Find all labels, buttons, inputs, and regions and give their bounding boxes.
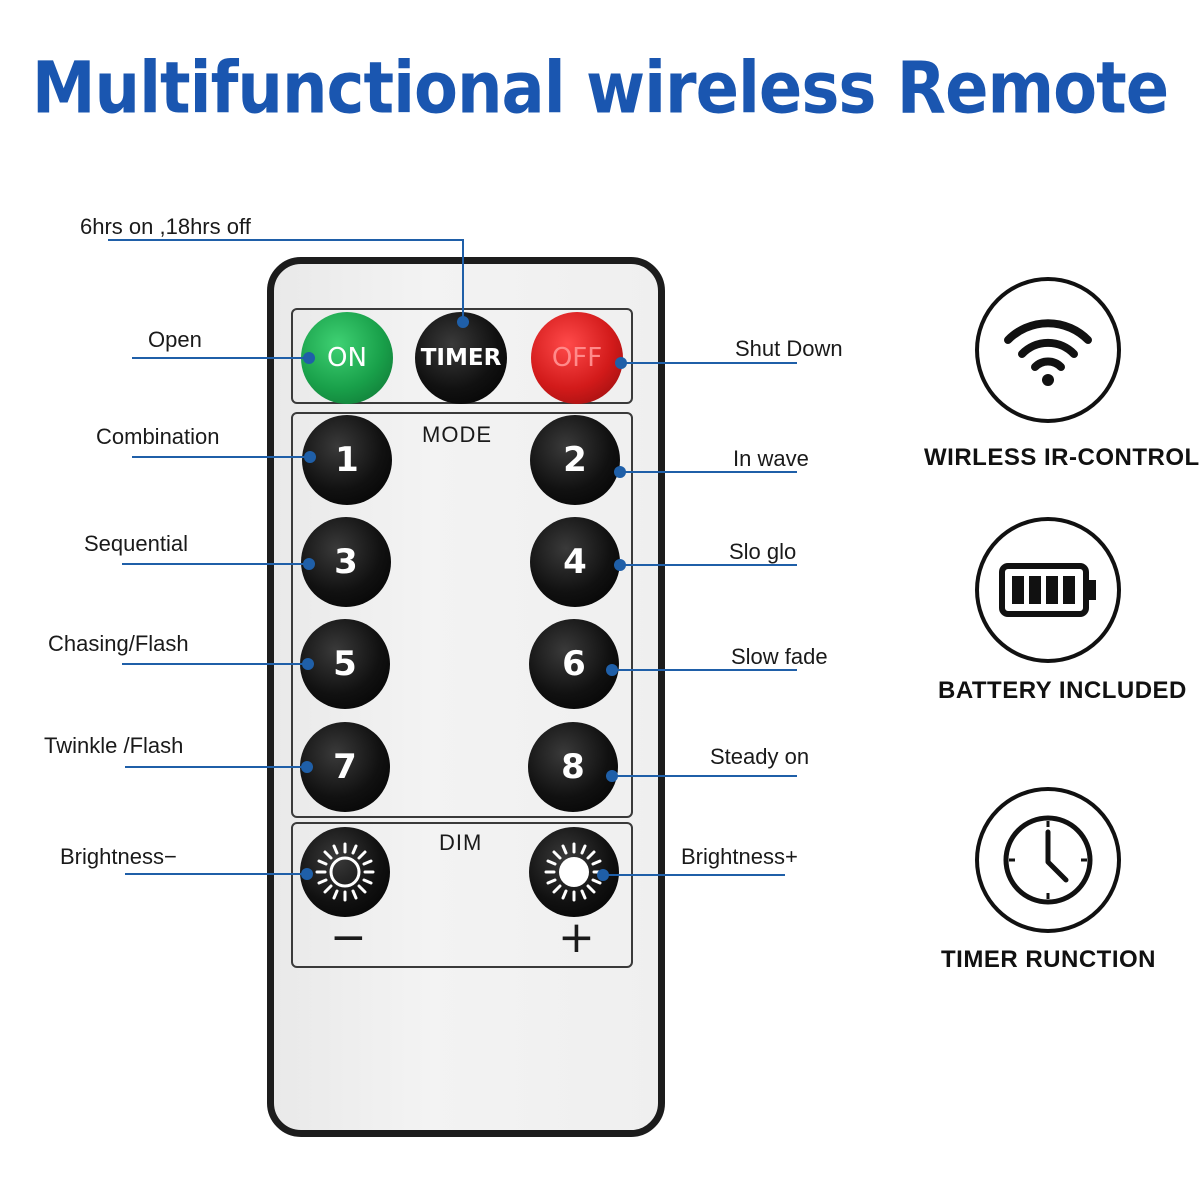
on-button[interactable]: ON: [301, 312, 393, 404]
brightness-up-button[interactable]: [529, 827, 619, 917]
mode-button-7[interactable]: 7: [300, 722, 390, 812]
brightness-down-button[interactable]: [300, 827, 390, 917]
label-on: Open: [148, 327, 202, 352]
minus-sign: −: [330, 912, 367, 963]
sun-outline-icon: [315, 842, 375, 902]
mode-button-8[interactable]: 8: [528, 722, 618, 812]
plus-sign: +: [558, 912, 595, 963]
timer-button-label: TIMER: [420, 345, 502, 371]
clock-icon: [975, 787, 1121, 933]
mode-button-2[interactable]: 2: [530, 415, 620, 505]
dim-label: DIM: [439, 830, 483, 855]
label-off: Shut Down: [735, 336, 843, 361]
label-timer: 6hrs on ,18hrs off: [80, 214, 251, 239]
mode-button-8-label: 8: [561, 747, 585, 787]
label-brightness-up: Brightness+: [681, 844, 798, 869]
on-button-label: ON: [327, 343, 367, 373]
label-brightness-down: Brightness−: [60, 844, 177, 869]
feature-label-timer: TIMER RUNCTION: [941, 946, 1156, 973]
mode-button-2-label: 2: [563, 440, 587, 480]
mode-button-3[interactable]: 3: [301, 517, 391, 607]
mode-button-5[interactable]: 5: [300, 619, 390, 709]
sun-filled-icon: [544, 842, 604, 902]
label-mode-2: In wave: [733, 446, 809, 471]
label-mode-3: Sequential: [84, 531, 188, 556]
page-title: Multifunctional wireless Remote: [31, 47, 1169, 131]
off-button[interactable]: OFF: [531, 312, 623, 404]
label-mode-8: Steady on: [710, 744, 810, 769]
mode-button-5-label: 5: [333, 644, 357, 684]
label-mode-7: Twinkle /Flash: [44, 733, 184, 758]
mode-button-4[interactable]: 4: [530, 517, 620, 607]
mode-button-7-label: 7: [333, 747, 357, 787]
timer-button[interactable]: TIMER: [415, 312, 507, 404]
mode-button-6-label: 6: [562, 644, 586, 684]
dim-panel: DIM: [291, 822, 633, 968]
mode-button-4-label: 4: [563, 542, 587, 582]
battery-icon: [975, 517, 1121, 663]
feature-label-wireless: WIRLESS IR-CONTROL: [924, 444, 1200, 471]
off-button-label: OFF: [551, 343, 603, 373]
mode-button-1-label: 1: [335, 440, 359, 480]
label-mode-4: Slo glo: [729, 539, 797, 564]
mode-button-1[interactable]: 1: [302, 415, 392, 505]
label-mode-5: Chasing/Flash: [48, 631, 189, 656]
mode-label: MODE: [422, 422, 492, 447]
mode-button-3-label: 3: [334, 542, 358, 582]
label-mode-1: Combination: [96, 424, 220, 449]
mode-panel: MODE: [291, 412, 633, 818]
mode-button-6[interactable]: 6: [529, 619, 619, 709]
feature-label-battery: BATTERY INCLUDED: [938, 677, 1187, 704]
label-mode-6: Slow fade: [731, 644, 828, 669]
wifi-icon: [975, 277, 1121, 423]
